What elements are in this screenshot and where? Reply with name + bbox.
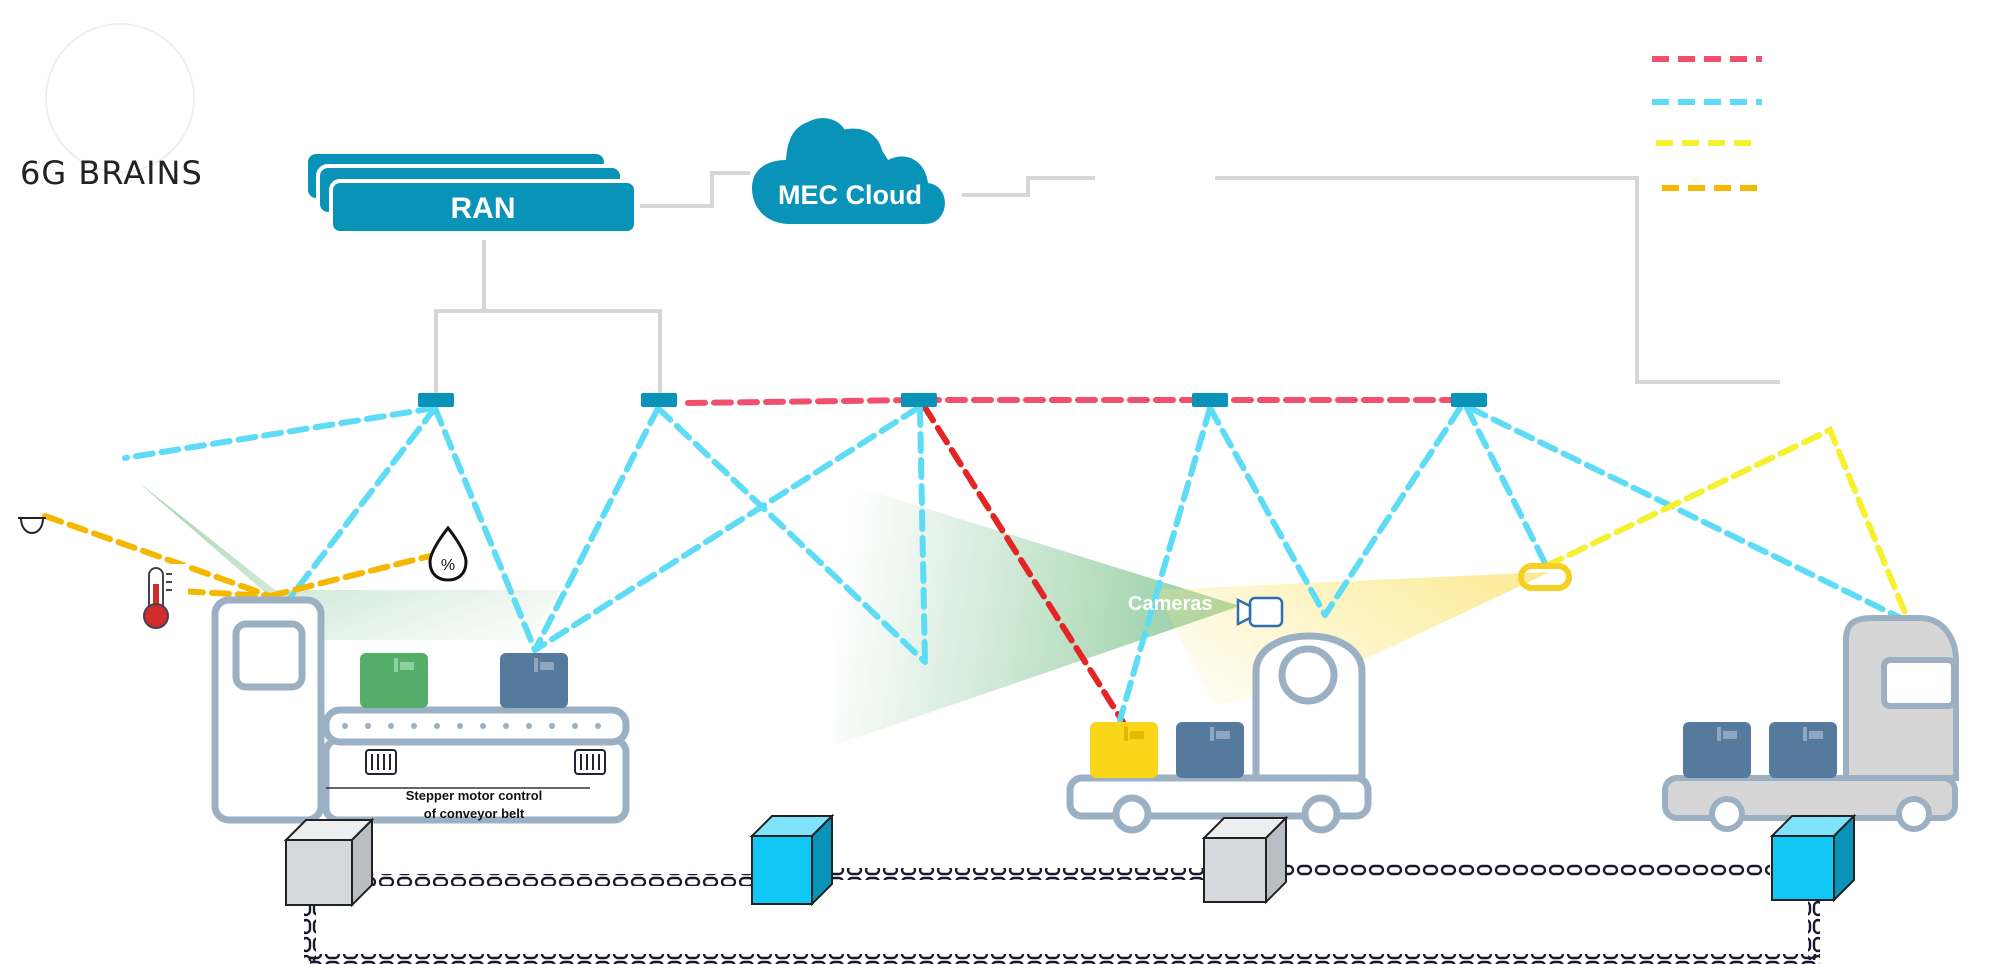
agv-wheel-right xyxy=(1301,794,1341,834)
conveyor-caption-line2: of conveyor belt xyxy=(424,806,525,821)
svg-text:%: % xyxy=(441,557,455,574)
cameras-label: Cameras xyxy=(1128,593,1213,615)
conveyor-boxes xyxy=(360,653,568,708)
brand-name: 6G BRAINS xyxy=(20,154,203,192)
conveyor-caption-line1: Stepper motor control xyxy=(406,788,543,803)
chain-2-3 xyxy=(830,868,1204,880)
mec-cloud: MEC Cloud xyxy=(752,118,945,224)
yellow-links xyxy=(1543,425,1911,623)
coverage-cone-center xyxy=(835,480,1240,745)
conveyor-belt: Stepper motor control of conveyor belt xyxy=(322,706,630,824)
access-point-5 xyxy=(1451,393,1487,407)
mec-label: MEC Cloud xyxy=(778,180,922,210)
agv-center xyxy=(1066,632,1372,834)
switch-grey-1 xyxy=(283,817,375,908)
agv-wheel-left xyxy=(1112,794,1152,834)
coverage-cone-left xyxy=(138,482,560,640)
humidity-icon: % xyxy=(428,525,468,582)
switch-cyan-1 xyxy=(749,813,835,907)
strong-red-link xyxy=(921,403,1126,725)
legend xyxy=(1652,56,1762,191)
chain-right-drop xyxy=(1808,898,1820,960)
chain-links xyxy=(304,864,1820,964)
access-point-3 xyxy=(901,393,937,407)
orange-links xyxy=(42,513,433,599)
switch-cyan-2 xyxy=(1769,813,1857,903)
red-backbone xyxy=(685,397,1472,406)
upper-right-link xyxy=(1215,176,1780,384)
logo-ring-icon xyxy=(45,23,195,173)
backhaul-wires xyxy=(434,171,1780,400)
truck-wheel-right xyxy=(1896,796,1932,832)
ran-stack: RAN xyxy=(304,150,638,235)
production-machine xyxy=(211,596,325,824)
agv-sensor-ring xyxy=(1278,645,1338,705)
delivery-truck xyxy=(1662,615,1959,832)
access-points xyxy=(418,393,1487,407)
switch-grey-2 xyxy=(1201,815,1289,905)
ceiling-sensor-icon xyxy=(18,517,46,534)
stepper-motor-icon xyxy=(365,749,606,775)
ran-tree-link xyxy=(434,240,486,400)
ran-label: RAN xyxy=(451,192,516,225)
ran-mec-link xyxy=(640,171,750,208)
roller-dots xyxy=(342,723,601,729)
conveyor-rollers xyxy=(322,706,630,746)
chain-3-4 xyxy=(1280,864,1770,876)
ran-layer-front xyxy=(329,179,638,235)
access-point-2 xyxy=(641,393,677,407)
cyan-links xyxy=(122,405,1908,723)
ran-tree-link-right xyxy=(484,309,662,400)
chain-1-2 xyxy=(370,874,752,886)
chain-left-drop xyxy=(304,905,316,961)
chain-bottom xyxy=(310,954,1820,964)
wireless-links xyxy=(42,397,1911,725)
truck-wheel-left xyxy=(1709,796,1745,832)
machine-window xyxy=(232,620,306,691)
network-switches xyxy=(283,813,1857,908)
camera-icon xyxy=(1236,596,1284,628)
truck-window xyxy=(1881,657,1957,709)
mec-out-link xyxy=(962,176,1095,197)
lidar-sensor-icon xyxy=(1518,563,1572,591)
brand-logo: 6G BRAINS xyxy=(20,23,203,192)
access-point-1 xyxy=(418,393,454,407)
access-point-4 xyxy=(1192,393,1228,407)
thermometer-icon xyxy=(142,564,188,636)
